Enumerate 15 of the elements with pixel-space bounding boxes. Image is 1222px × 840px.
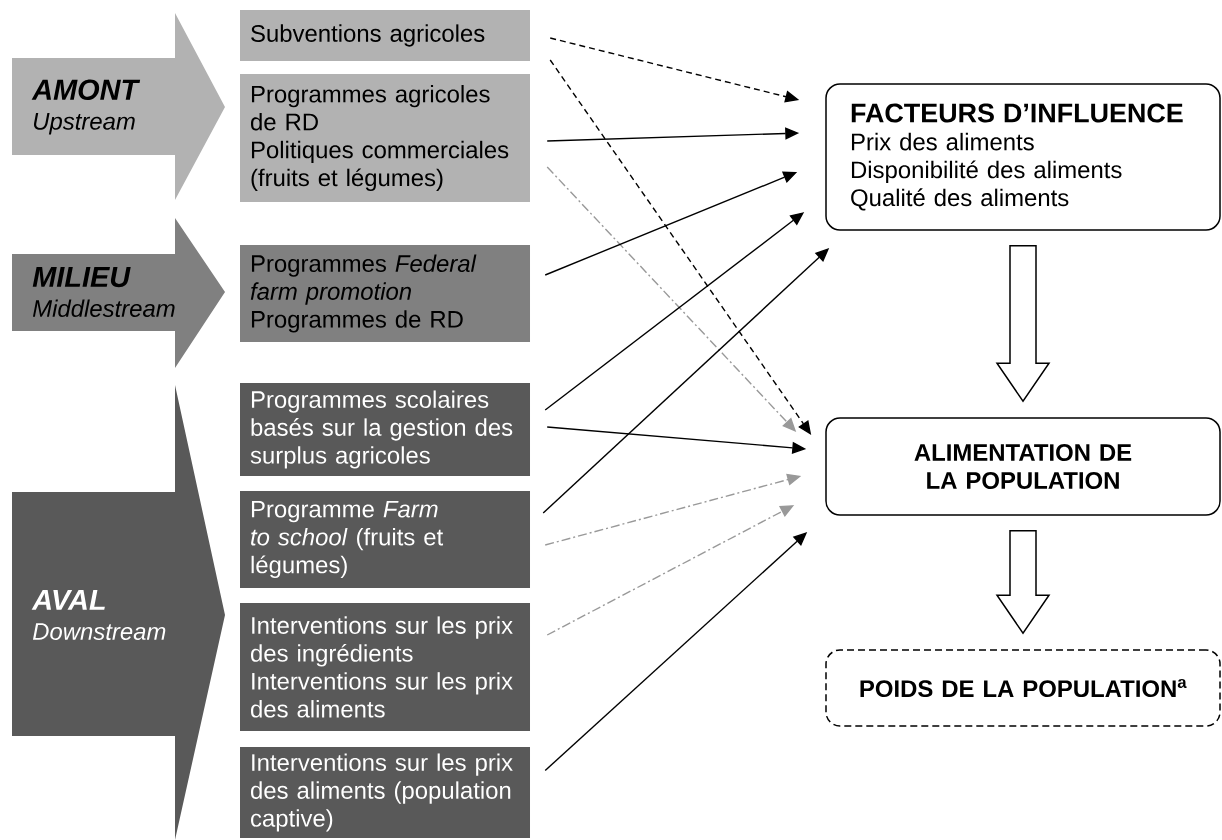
program-box: Interventions sur les prix des aliments (population captive) xyxy=(240,747,530,838)
program-box: Interventions sur les prix des ingrédients Interventions sur les prix des aliments xyxy=(240,603,530,731)
stage-banner: AVAL Downstream xyxy=(12,385,225,840)
influence-box: FACTEURS D’INFLUENCE Prix des aliments Disponibilité des aliments Qualité des aliments xyxy=(825,83,1221,231)
block-arrow xyxy=(995,245,1051,403)
program-box: Programmes agricoles de RD Politiques commerciales (fruits et légumes) xyxy=(240,74,530,202)
stage-banner: AMONT Upstream xyxy=(12,13,225,200)
program-box: Programmes scolaires basés sur la gestion des surplus agricoles xyxy=(240,383,530,476)
program-box: Programme Farm to school (fruits et légumes) xyxy=(240,491,530,588)
program-box: Programmes Federal farm promotion Programmes de RD xyxy=(240,245,530,342)
block-arrow xyxy=(995,530,1051,635)
stage-banner: MILIEU Middlestream xyxy=(12,218,225,368)
outcome-box: POIDS DE LA POPULATION$^{a}$ xyxy=(825,649,1221,727)
outcome-box: ALIMENTATION DE LA POPULATION xyxy=(825,417,1221,516)
program-box: Subventions agricoles xyxy=(240,10,530,61)
